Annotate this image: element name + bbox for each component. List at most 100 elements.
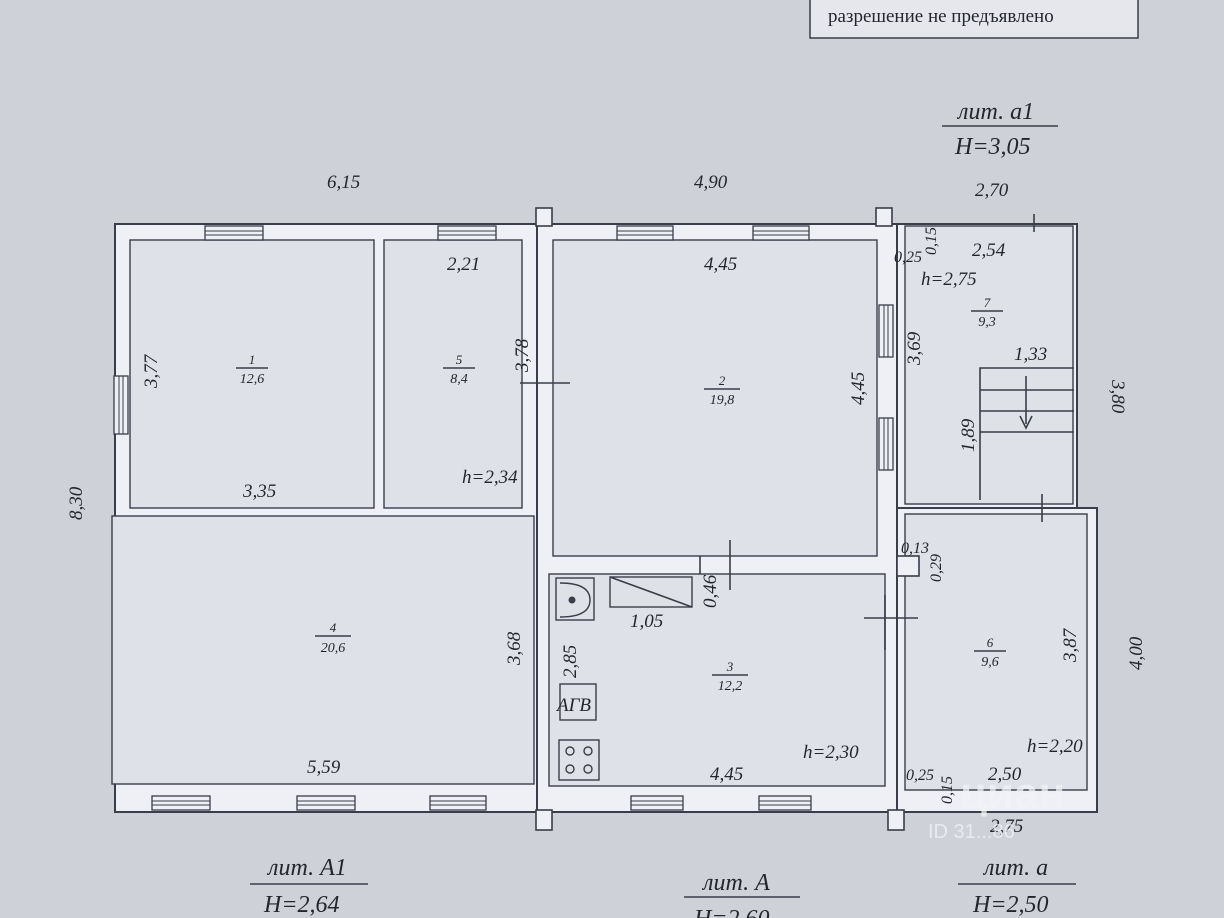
dim-r6-width: 2,50	[988, 764, 1022, 785]
room-2	[552, 239, 878, 557]
window	[151, 795, 211, 811]
stair-outline	[979, 367, 1074, 500]
window	[204, 225, 264, 241]
staircase	[979, 367, 1074, 500]
dim-r2-height: 4,45	[848, 372, 869, 405]
room-1	[129, 239, 375, 509]
room-7	[904, 225, 1074, 505]
boiler-label: АГВ	[555, 695, 591, 716]
window	[878, 417, 894, 471]
dimensions: 6,15 4,90 2,70 8,30 3,80 4,00 2,75 3,77 …	[66, 172, 1147, 837]
sink-drain	[568, 596, 576, 604]
litera-A-name: лит. А	[701, 870, 770, 896]
litera-a1-height: Н=3,05	[954, 134, 1031, 160]
window	[437, 225, 497, 241]
dim-right-upper: 3,80	[1107, 379, 1128, 414]
dim-left: 8,30	[66, 486, 87, 520]
room-5-number: 5	[456, 352, 463, 367]
watermark-brand: циан	[960, 769, 1065, 818]
room-5	[383, 239, 523, 509]
dim-top-a: 4,90	[694, 172, 728, 193]
room-2-number: 2	[719, 373, 726, 388]
burner	[565, 746, 575, 756]
dim-right-lower: 4,00	[1126, 636, 1147, 670]
dim-r7-wall1: 0,25	[894, 249, 922, 266]
sink-bowl	[559, 582, 591, 618]
litera-a-name: лит. а	[982, 855, 1048, 881]
litera-A1-name: лит. А1	[266, 855, 347, 881]
room-4-area: 20,6	[321, 641, 346, 656]
dim-r4-width: 5,59	[307, 757, 341, 778]
dim-r1-width: 3,35	[242, 481, 276, 502]
dim-r5-height: 3,78	[512, 338, 533, 373]
dim-r3-width: 4,45	[710, 764, 743, 785]
dim-r7-ceiling: h=2,75	[921, 269, 977, 290]
dim-stair-width: 1,33	[1014, 344, 1047, 365]
room-7-number: 7	[984, 295, 991, 310]
window	[752, 225, 810, 241]
dim-r2-width: 4,45	[704, 254, 737, 275]
dim-r7-height: 3,69	[904, 331, 925, 366]
dim-stair-length: 1,89	[958, 418, 979, 452]
litera-A-height: Н=2,60	[693, 906, 770, 918]
dim-r6-offset2: 0,29	[928, 554, 945, 582]
dim-r5-width: 2,21	[447, 254, 480, 275]
dim-top-a-small: 2,70	[975, 180, 1009, 201]
window	[113, 375, 129, 435]
burner	[583, 746, 593, 756]
dim-r3-depth: 2,85	[560, 645, 581, 678]
watermark-id: ID 31...86	[928, 821, 1015, 843]
room-2-area: 19,8	[710, 393, 735, 408]
dim-r5-ceiling: h=2,34	[462, 467, 518, 488]
room-6-area: 9,6	[981, 655, 999, 670]
dim-bottom-a: 2,75	[990, 816, 1023, 837]
kitchen-fixtures	[555, 576, 693, 781]
window	[616, 225, 674, 241]
dim-r3-ceiling: h=2,30	[803, 742, 859, 763]
dim-r6-wall2: 0,15	[939, 776, 956, 804]
bathtub	[609, 576, 693, 608]
litera-a1-name: лит. а1	[956, 99, 1034, 125]
dim-r6-ceiling: h=2,20	[1027, 736, 1083, 757]
litera-A1-height: Н=2,64	[263, 892, 340, 918]
room-5-area: 8,4	[450, 372, 468, 387]
sink	[555, 577, 595, 621]
window	[296, 795, 356, 811]
litera-a-height: Н=2,50	[972, 892, 1049, 918]
room-7-area: 9,3	[978, 315, 996, 330]
dim-r3-partition: 0,46	[700, 574, 721, 608]
window	[630, 795, 684, 811]
room-3-number: 3	[726, 659, 734, 674]
room-3-area: 12,2	[718, 679, 743, 694]
dim-r6-wall1: 0,25	[906, 767, 934, 784]
boiler-box	[559, 683, 597, 721]
stove	[558, 739, 600, 781]
bathtub-diagonal	[609, 576, 693, 608]
dim-r7-width: 2,54	[972, 240, 1006, 261]
room-4	[111, 515, 535, 785]
dim-r4-height: 3,68	[504, 631, 525, 666]
note-text: разрешение не предъявлено	[828, 6, 1054, 27]
window	[758, 795, 812, 811]
room-4-number: 4	[330, 620, 337, 635]
dim-r3-bath: 1,05	[630, 611, 663, 632]
room-interiors	[111, 225, 1088, 791]
window	[878, 304, 894, 358]
note-box	[809, 0, 1139, 39]
dim-r6-height: 3,87	[1060, 627, 1081, 663]
room-labels: 1 12,6 5 8,4 2 19,8 3 12,2 4 20,6 6 9,6 …	[236, 295, 1006, 694]
stair-arrow-head	[1019, 415, 1033, 430]
room-1-area: 12,6	[240, 372, 265, 387]
room-1-number: 1	[249, 352, 256, 367]
dim-r7-wall2: 0,15	[923, 227, 940, 255]
litera-labels: лит. а1 Н=3,05 лит. А1 Н=2,64 лит. А Н=2…	[250, 99, 1076, 918]
room-3	[548, 573, 886, 787]
burner	[565, 764, 575, 774]
dim-r6-offset1: 0,13	[901, 540, 929, 557]
burner	[583, 764, 593, 774]
windows	[113, 225, 894, 811]
doors	[520, 214, 1043, 650]
watermark: циан ID 31...86	[928, 769, 1065, 843]
room-6-number: 6	[987, 635, 994, 650]
